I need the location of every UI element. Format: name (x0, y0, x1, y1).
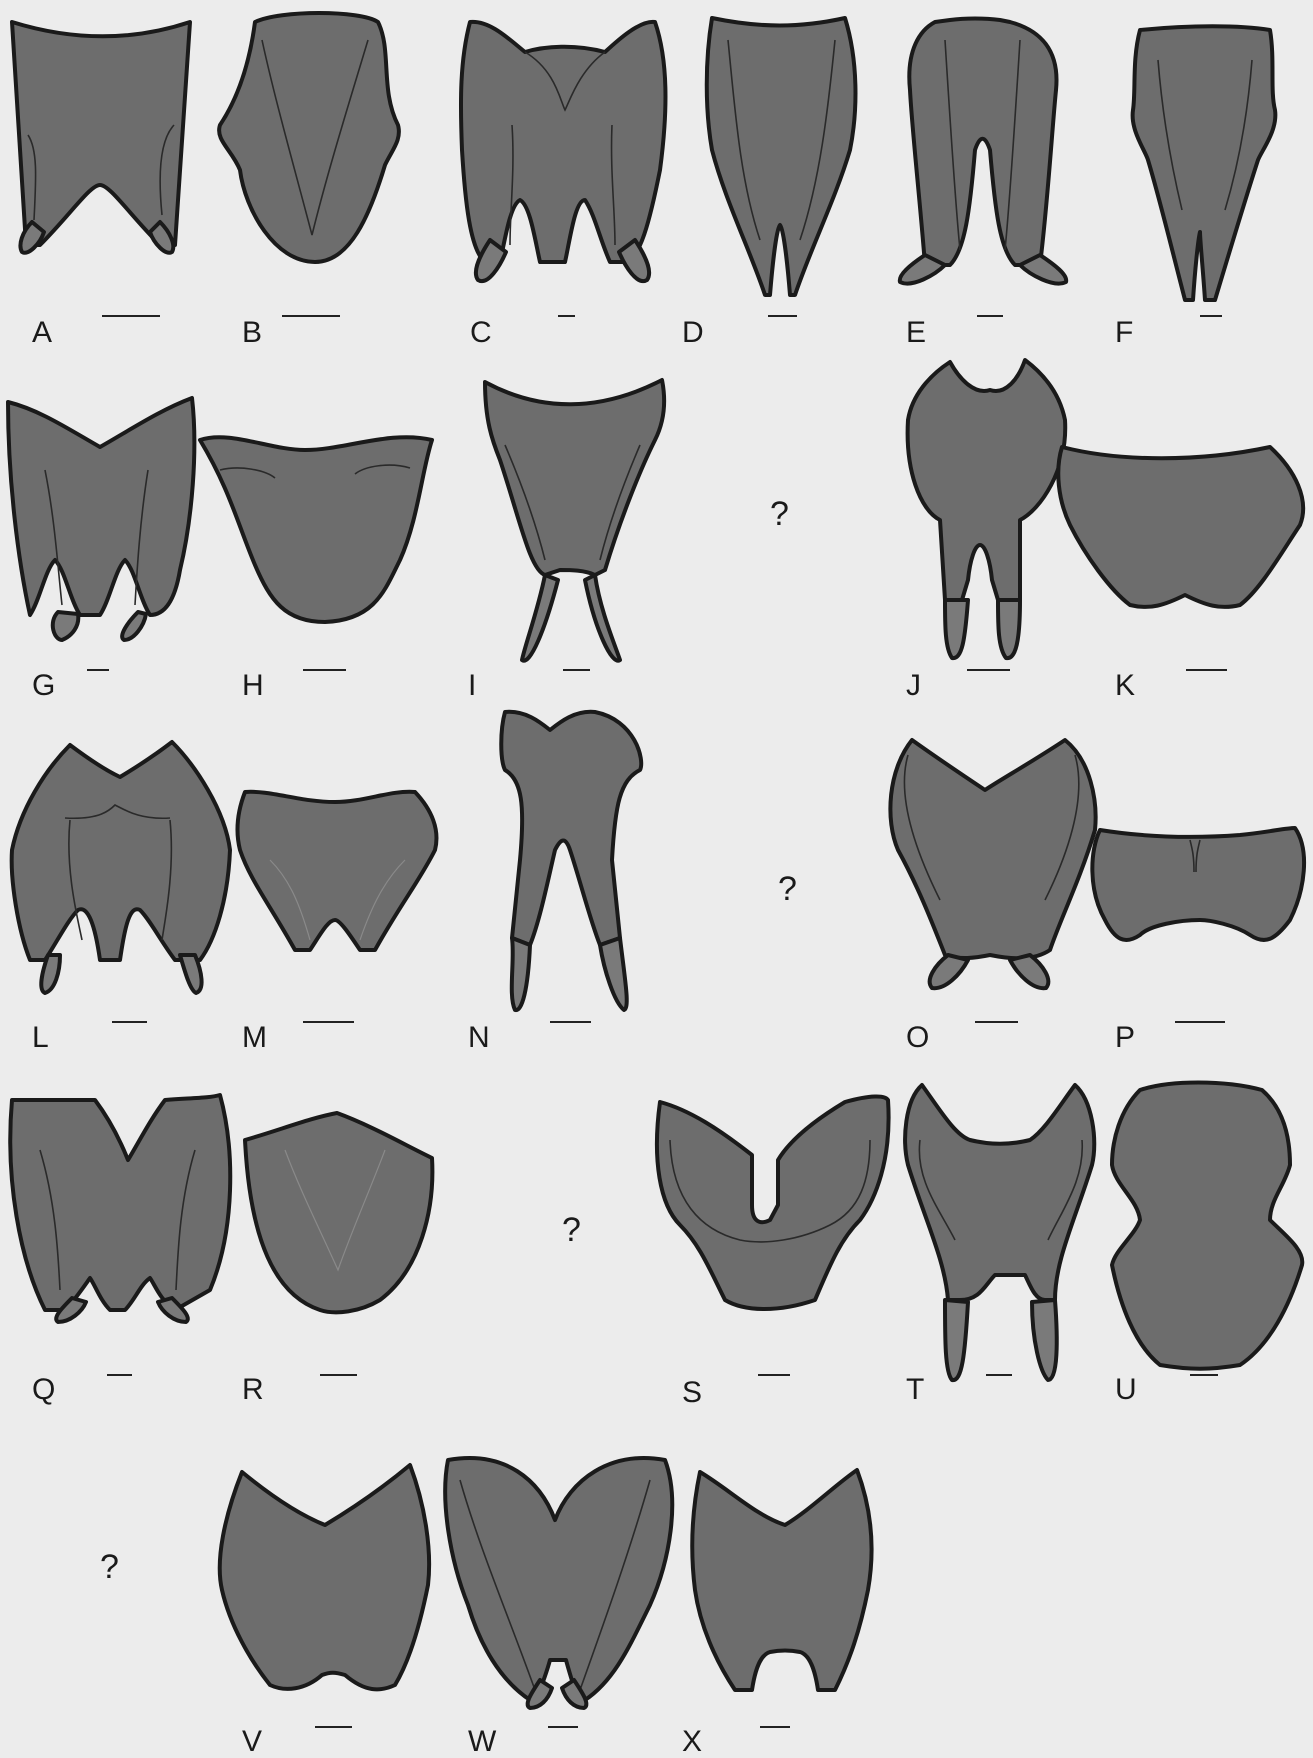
shape-W (445, 1458, 672, 1708)
shape-K (1058, 447, 1303, 607)
unknown-mark: ? (770, 497, 789, 531)
panel-label-C: C (470, 318, 492, 348)
panel-label-N: N (468, 1023, 490, 1053)
unknown-mark: ? (562, 1213, 581, 1247)
panel-label-R: R (242, 1375, 264, 1405)
shape-N (501, 712, 641, 1010)
shape-S (657, 1096, 889, 1309)
shape-M (238, 792, 437, 950)
panel-label-A: A (32, 318, 52, 348)
panel-label-G: G (32, 671, 55, 701)
panel-label-X: X (682, 1727, 702, 1757)
panel-label-B: B (242, 318, 262, 348)
panel-label-P: P (1115, 1023, 1135, 1053)
shape-Q (10, 1095, 230, 1322)
shape-I (485, 380, 664, 661)
panel-label-D: D (682, 318, 704, 348)
shape-F (1133, 26, 1276, 300)
panel-label-H: H (242, 671, 264, 701)
shape-T (905, 1085, 1094, 1380)
panel-label-Q: Q (32, 1375, 55, 1405)
shape-P (1092, 828, 1304, 940)
shape-B (219, 13, 399, 262)
shape-H (200, 437, 432, 622)
panel-label-O: O (906, 1023, 929, 1053)
panel-label-M: M (242, 1023, 267, 1053)
shape-L (12, 742, 230, 993)
shape-A (12, 22, 190, 253)
panel-label-E: E (906, 318, 926, 348)
shape-R (245, 1113, 432, 1312)
shape-E (900, 19, 1066, 284)
shape-J (908, 360, 1066, 658)
panel-label-K: K (1115, 671, 1135, 701)
shape-D (707, 18, 856, 295)
unknown-mark: ? (100, 1550, 119, 1584)
panel-label-I: I (468, 671, 476, 701)
panel-label-J: J (906, 671, 921, 701)
shape-G (8, 398, 194, 640)
panel-label-U: U (1115, 1375, 1137, 1405)
shape-V (220, 1465, 429, 1689)
unknown-mark: ? (778, 872, 797, 906)
shape-C (461, 22, 666, 281)
shape-O (890, 740, 1095, 988)
panel-label-L: L (32, 1023, 49, 1053)
panel-label-W: W (468, 1727, 496, 1757)
panel-label-T: T (906, 1375, 924, 1405)
panel-label-F: F (1115, 318, 1133, 348)
shape-U (1112, 1083, 1302, 1369)
panel-label-S: S (682, 1378, 702, 1408)
panel-label-V: V (242, 1727, 262, 1757)
shape-X (692, 1470, 871, 1690)
